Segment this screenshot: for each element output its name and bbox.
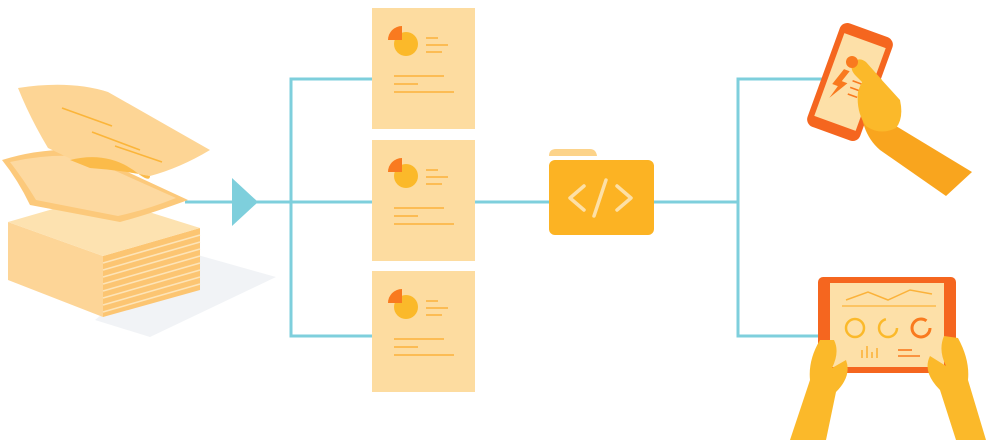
hand-arm — [862, 118, 972, 196]
right-hand-shape — [927, 336, 986, 440]
tablet-screen — [830, 283, 944, 367]
hand-icon — [846, 56, 972, 196]
phone-screen — [814, 33, 886, 131]
pie-chart-slice — [388, 289, 402, 303]
lightning-icon — [829, 69, 850, 98]
report-document-icon — [372, 8, 475, 129]
fingertip — [846, 56, 858, 68]
paper-sheet-top — [18, 84, 210, 176]
code-symbol — [568, 178, 633, 218]
paper-stack-edges — [102, 234, 201, 313]
document-text-lines — [394, 37, 454, 93]
gauge-icon-1 — [844, 317, 866, 339]
report-document-icon — [372, 140, 475, 261]
gauge-icon-2 — [877, 317, 899, 339]
documents-column — [372, 8, 475, 392]
connector-branch-left — [289, 77, 372, 338]
smartphone-group — [807, 22, 972, 196]
code-folder-icon — [549, 149, 654, 235]
report-document-icon — [372, 271, 475, 392]
hand-palm — [857, 75, 902, 132]
paper-sheet-lines — [61, 107, 163, 163]
hand-finger — [851, 59, 882, 92]
folder-tab — [549, 149, 597, 156]
connector-lines — [185, 77, 838, 338]
document-text-lines — [394, 300, 454, 356]
line-chart-icon — [845, 289, 933, 301]
document-text-lines — [394, 169, 454, 225]
bar-chart-icon — [861, 346, 878, 358]
paper-stack-icon — [2, 84, 276, 337]
connector-branch-right — [736, 77, 838, 338]
tablet-text-lines — [898, 349, 920, 357]
tablet-dashboard-icon — [818, 277, 956, 373]
paper-sheet-curl — [70, 157, 150, 179]
triangle-arrow-icon — [232, 178, 258, 226]
right-hand-icon — [927, 336, 986, 440]
document-page — [372, 8, 475, 129]
paper-sheet-middle-light — [10, 155, 176, 216]
tablet-group — [790, 277, 986, 440]
left-hand-shape — [790, 340, 848, 440]
smartphone-icon — [807, 22, 893, 142]
paper-stack-top — [8, 196, 200, 256]
document-page — [372, 140, 475, 261]
document-page — [372, 271, 475, 392]
paper-stack-side — [103, 228, 200, 317]
paper-stack-front — [8, 222, 103, 317]
pie-chart-slice — [388, 26, 402, 40]
gauge-icon-3 — [910, 317, 932, 339]
pie-chart-slice — [388, 158, 402, 172]
left-hand-icon — [790, 340, 848, 440]
